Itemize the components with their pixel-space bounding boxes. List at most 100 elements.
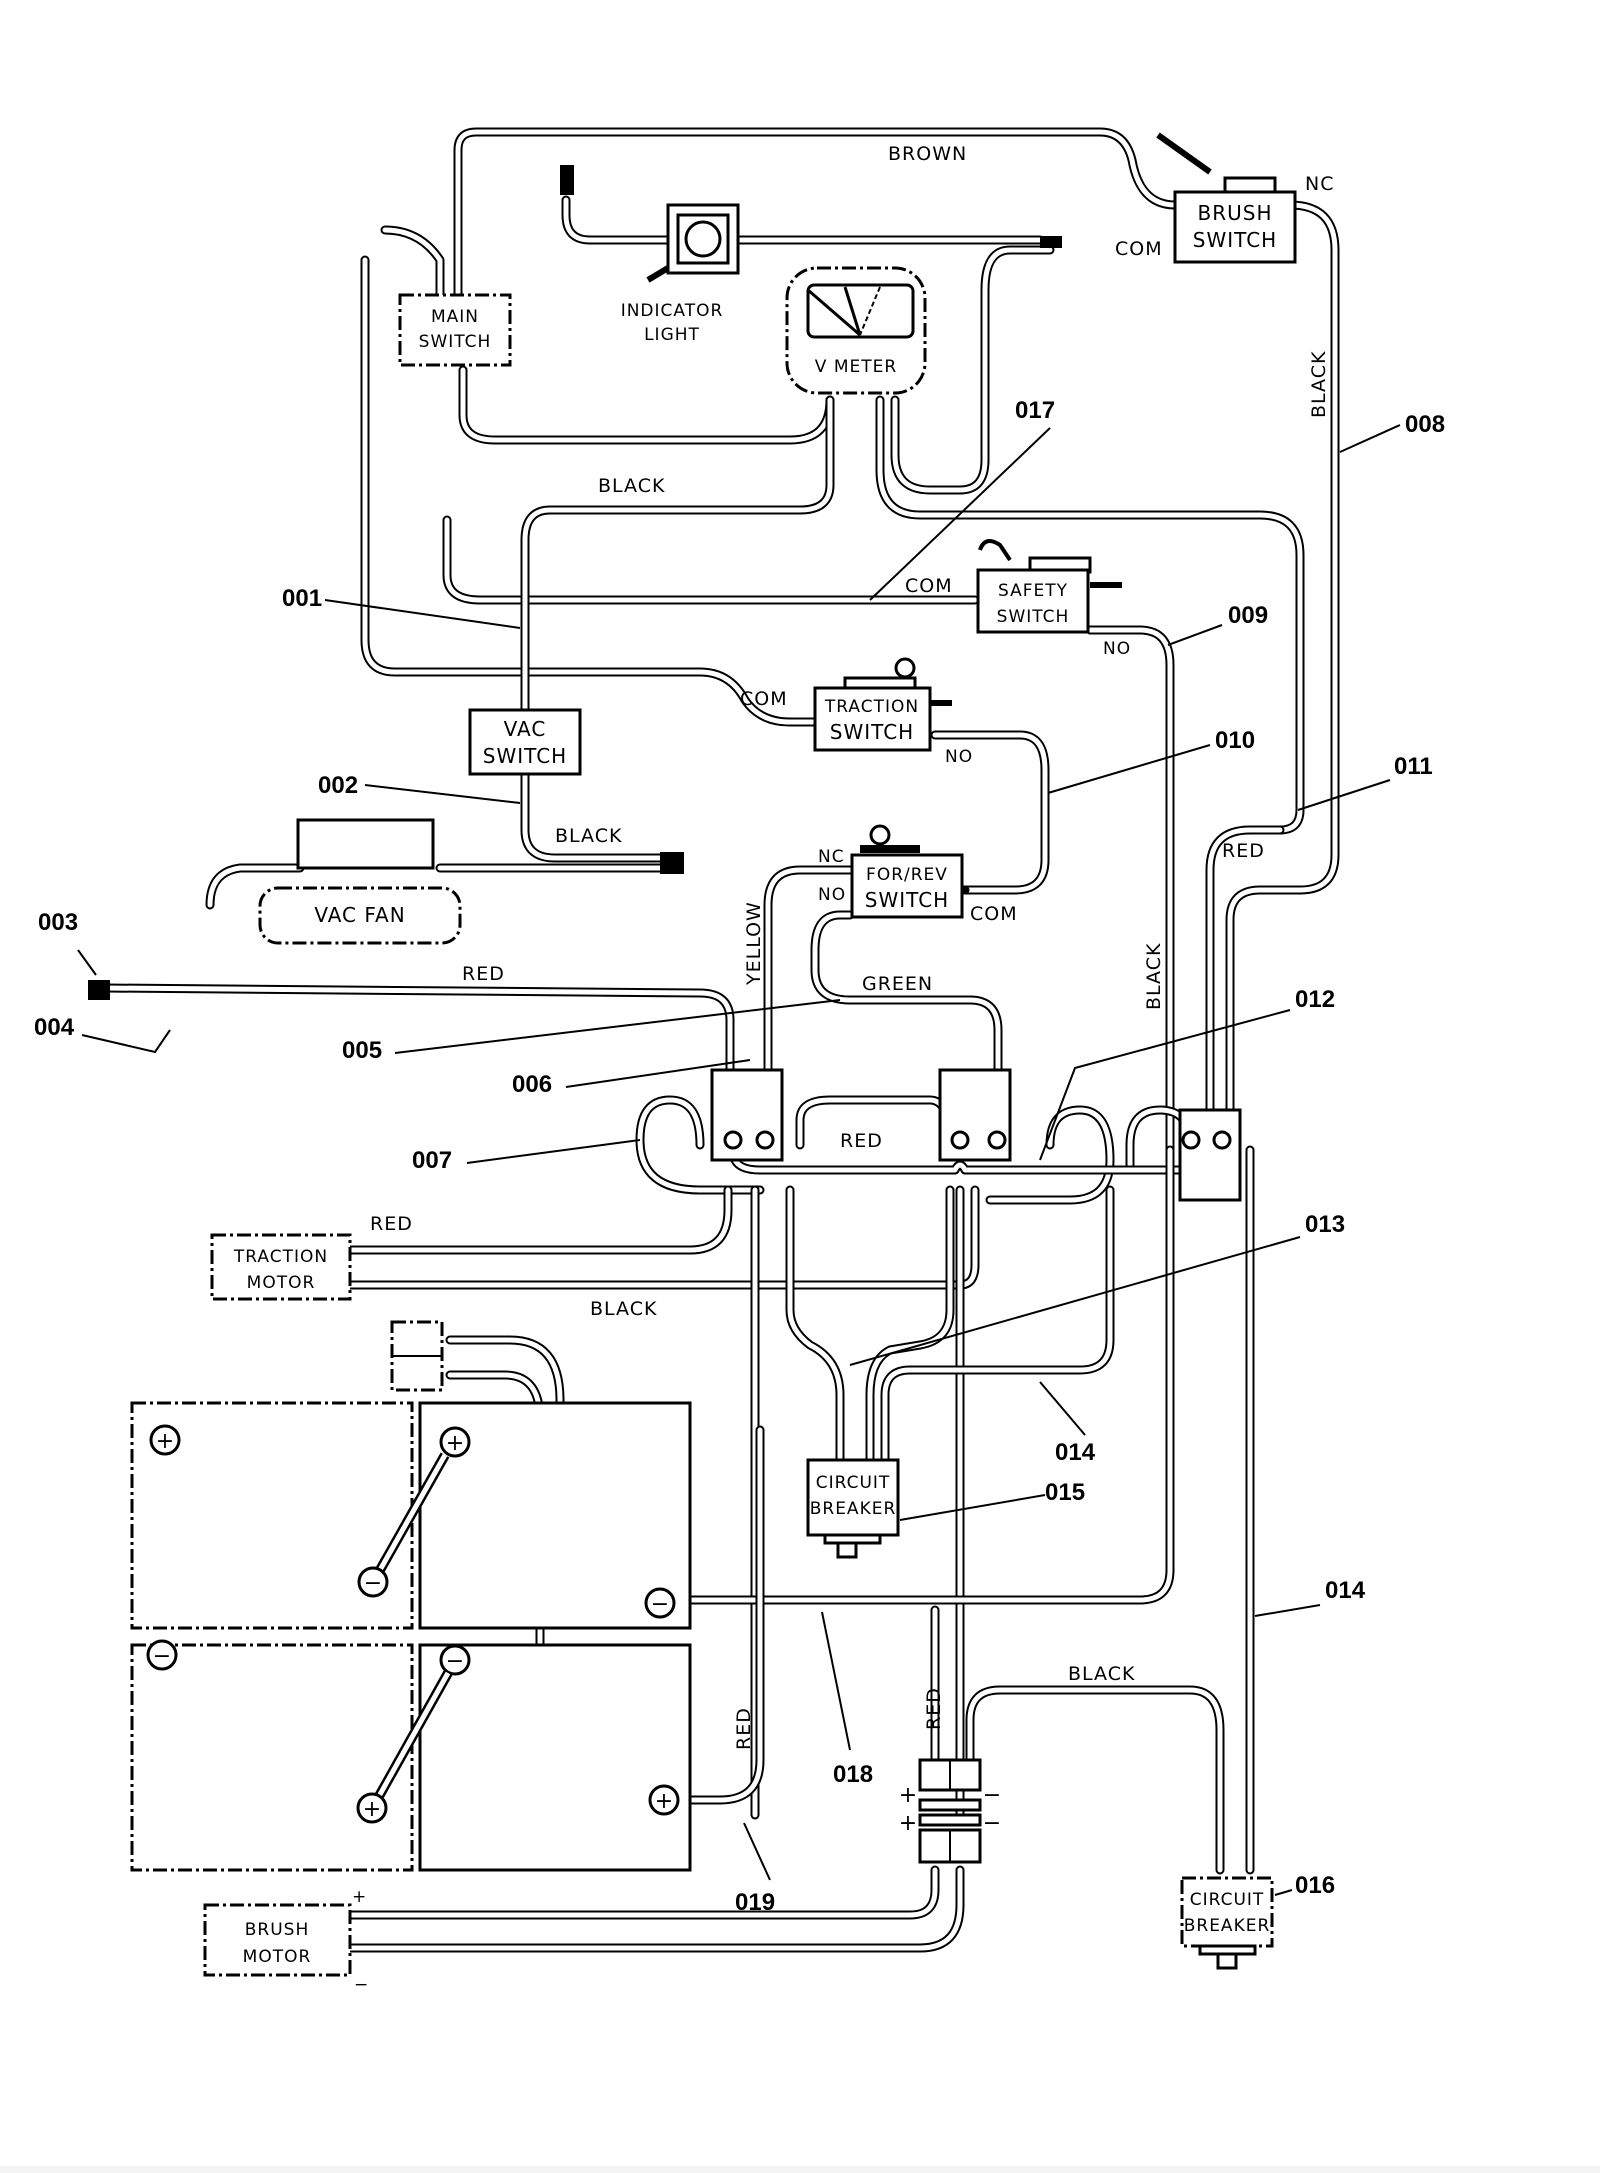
wire-red-005 [100, 983, 735, 1145]
battery-connector [390, 1320, 444, 1392]
wire-main-to-vmeter [458, 365, 835, 445]
brush-switch: BRUSH SWITCH NC COM [1115, 132, 1334, 264]
wire-label: BLACK [555, 825, 622, 847]
traction-switch: TRACTION SWITCH COM NO [740, 657, 972, 767]
battery-pack: + + − − − − + + [130, 1401, 692, 1872]
callout-009: 009 [1228, 602, 1268, 629]
svg-text:+: + [899, 1811, 917, 1836]
callout-004: 004 [34, 1014, 75, 1041]
circuit-breaker-015: CIRCUIT BREAKER [806, 1458, 900, 1559]
svg-text:CIRCUIT: CIRCUIT [1190, 1890, 1265, 1910]
wire-018 [660, 1145, 1175, 1605]
wire-label: BLACK [1068, 1663, 1135, 1685]
svg-text:VAC FAN: VAC FAN [314, 903, 405, 927]
wire-brush-motor [345, 1865, 940, 1920]
svg-text:TRACTION: TRACTION [824, 697, 919, 717]
wire-black-breaker [965, 1685, 1225, 1875]
callout-005: 005 [342, 1037, 382, 1064]
vac-fan: VAC FAN [258, 818, 462, 945]
battery-terminal-positive [356, 1792, 388, 1824]
svg-text:−: − [983, 1783, 1001, 1808]
battery-terminal-negative [357, 1566, 389, 1598]
safety-switch: SAFETY SWITCH COM NO [905, 539, 1131, 659]
wire-label: RED [733, 1707, 755, 1750]
battery-terminal-negative [439, 1644, 471, 1676]
svg-text:+: + [363, 1797, 381, 1822]
svg-text:FOR/REV: FOR/REV [866, 865, 948, 885]
connector-plug [88, 165, 1062, 1000]
for-rev-switch: FOR/REV SWITCH NC NO COM [818, 824, 1018, 925]
svg-text:NO: NO [818, 885, 846, 905]
wire-label: GREEN [862, 973, 933, 995]
wire-label: RED [840, 1130, 883, 1152]
callout-006: 006 [512, 1071, 552, 1098]
svg-text:CIRCUIT: CIRCUIT [816, 1473, 891, 1493]
terminal-post [755, 1130, 775, 1150]
svg-text:+: + [446, 1431, 464, 1456]
wire-label: BLACK [1308, 351, 1330, 418]
wire-label: BROWN [888, 143, 967, 165]
callout-007: 007 [412, 1147, 452, 1174]
terminal-post [1181, 1130, 1201, 1150]
callout-010: 010 [1215, 727, 1255, 754]
callout-013: 013 [1305, 1211, 1345, 1238]
callout-001: 001 [282, 585, 322, 612]
callout-014-outer: 014 [1325, 1577, 1366, 1604]
terminal-post [1212, 1130, 1232, 1150]
svg-text:BREAKER: BREAKER [1184, 1916, 1271, 1936]
svg-text:+: + [655, 1789, 673, 1814]
wire-label: RED [462, 963, 505, 985]
callout-014-inner: 014 [1055, 1439, 1096, 1466]
svg-text:BREAKER: BREAKER [810, 1499, 897, 1519]
terminal-post [987, 1130, 1007, 1150]
svg-text:+: + [352, 1887, 367, 1907]
svg-text:SWITCH: SWITCH [997, 607, 1070, 627]
svg-text:MAIN: MAIN [431, 307, 479, 327]
svg-text:NO: NO [1103, 639, 1131, 659]
svg-text:SAFETY: SAFETY [998, 581, 1068, 601]
svg-text:LIGHT: LIGHT [644, 325, 700, 345]
page-footer-strip [0, 2166, 1600, 2173]
svg-text:SWITCH: SWITCH [865, 888, 949, 912]
wire-label: RED [923, 1687, 945, 1730]
svg-text:BRUSH: BRUSH [245, 1920, 310, 1940]
wire-label: BLACK [598, 475, 665, 497]
callout-012: 012 [1295, 986, 1335, 1013]
wire-harness [100, 127, 1340, 1953]
wire-black-vac [520, 395, 835, 715]
svg-text:COM: COM [970, 903, 1018, 925]
main-switch: MAIN SWITCH [398, 293, 512, 367]
callout-011: 011 [1394, 753, 1433, 780]
vac-switch: VAC SWITCH [468, 708, 582, 776]
svg-text:−: − [983, 1811, 1001, 1836]
wire-label: YELLOW [743, 901, 765, 986]
svg-text:COM: COM [905, 575, 953, 597]
wire-red-right [1205, 825, 1285, 1155]
battery-terminal-positive [648, 1784, 680, 1816]
circuit-breaker-016: CIRCUIT BREAKER [1180, 1876, 1274, 1970]
terminal-post [950, 1130, 970, 1150]
callout-018: 018 [833, 1761, 873, 1788]
wire-label: RED [370, 1213, 413, 1235]
svg-text:−: − [354, 1975, 369, 1995]
svg-text:−: − [651, 1592, 669, 1617]
svg-text:MOTOR: MOTOR [247, 1273, 316, 1293]
svg-text:+: + [899, 1783, 917, 1808]
battery-terminal-positive [149, 1424, 181, 1456]
svg-text:SWITCH: SWITCH [419, 332, 492, 352]
svg-text:MOTOR: MOTOR [243, 1947, 312, 1967]
battery-terminal-positive [439, 1426, 471, 1458]
svg-text:SWITCH: SWITCH [830, 720, 914, 744]
svg-text:+: + [156, 1429, 174, 1454]
callout-019: 019 [735, 1889, 775, 1916]
svg-text:BRUSH: BRUSH [1198, 201, 1273, 225]
callout-002: 002 [318, 772, 358, 799]
callout-017: 017 [1015, 397, 1055, 424]
traction-motor: TRACTION MOTOR [210, 1233, 352, 1301]
battery-terminal-negative [644, 1587, 676, 1619]
svg-text:NC: NC [1305, 173, 1334, 195]
wire-label: RED [1222, 840, 1265, 862]
svg-text:NC: NC [818, 847, 845, 867]
terminal-block [710, 1068, 1242, 1202]
callout-008: 008 [1405, 411, 1445, 438]
